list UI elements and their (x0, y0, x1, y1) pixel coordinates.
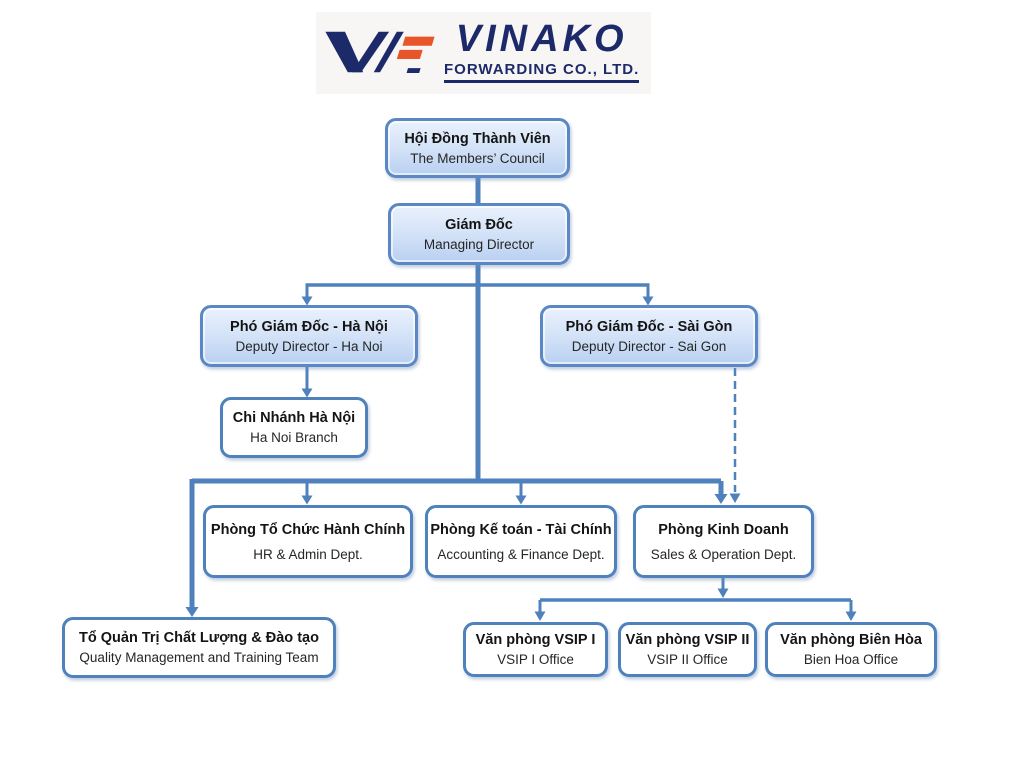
company-subtitle: FORWARDING CO., LTD. (444, 61, 640, 83)
node-subtitle: HR & Admin Dept. (253, 546, 363, 562)
node-subtitle: Bien Hoa Office (803, 652, 899, 667)
company-logo-text: VINAKO FORWARDING CO., LTD. (444, 18, 640, 83)
vf-monogram-icon (325, 31, 435, 73)
node-subtitle: Ha Noi Branch (250, 430, 338, 445)
node-title: Phó Giám Đốc - Sài Gòn (565, 318, 733, 335)
node-vsip1-office: Văn phòng VSIP I VSIP I Office (463, 622, 608, 677)
node-subtitle: Quality Management and Training Team (79, 650, 319, 665)
node-title: Hội Đồng Thành Viên (404, 130, 551, 147)
node-subtitle: Managing Director (423, 236, 535, 252)
node-hr-admin: Phòng Tổ Chức Hành Chính HR & Admin Dept… (203, 505, 413, 578)
arrowheads (185, 296, 857, 621)
node-title: Văn phòng VSIP I (475, 632, 596, 648)
node-deputy-hanoi: Phó Giám Đốc - Hà Nội Deputy Director - … (200, 305, 418, 367)
node-quality-training: Tổ Quản Trị Chất Lượng & Đào tạo Quality… (62, 617, 336, 678)
node-sales-operation: Phòng Kinh Doanh Sales & Operation Dept. (633, 505, 814, 578)
node-subtitle: Accounting & Finance Dept. (437, 546, 605, 562)
node-subtitle: Deputy Director - Sai Gon (571, 338, 727, 354)
node-managing-director: Giám Đốc Managing Director (388, 203, 570, 265)
node-title: Chi Nhánh Hà Nội (232, 410, 356, 426)
node-subtitle: VSIP I Office (497, 652, 574, 667)
node-title: Phó Giám Đốc - Hà Nội (230, 318, 388, 335)
node-title: Phòng Tổ Chức Hành Chính (210, 521, 406, 538)
node-members-council: Hội Đồng Thành Viên The Members’ Council (385, 118, 570, 178)
node-subtitle: Sales & Operation Dept. (650, 546, 797, 562)
node-title: Tổ Quản Trị Chất Lượng & Đào tạo (79, 630, 319, 646)
node-accounting-finance: Phòng Kế toán - Tài Chính Accounting & F… (425, 505, 617, 578)
node-title: Phòng Kế toán - Tài Chính (430, 521, 612, 538)
node-subtitle: The Members’ Council (410, 150, 545, 166)
company-name: VINAKO (455, 18, 628, 61)
node-subtitle: Deputy Director - Ha Noi (235, 338, 383, 354)
node-title: Giám Đốc (445, 216, 513, 233)
node-title: Văn phòng VSIP II (625, 632, 750, 648)
node-title: Văn phòng Biên Hòa (780, 632, 922, 648)
node-deputy-saigon: Phó Giám Đốc - Sài Gòn Deputy Director -… (540, 305, 758, 367)
node-vsip2-office: Văn phòng VSIP II VSIP II Office (618, 622, 757, 677)
node-bienhoa-office: Văn phòng Biên Hòa Bien Hoa Office (765, 622, 937, 677)
company-logo: VINAKO FORWARDING CO., LTD. (316, 12, 652, 94)
node-subtitle: VSIP II Office (647, 652, 728, 667)
node-hanoi-branch: Chi Nhánh Hà Nội Ha Noi Branch (220, 397, 368, 458)
node-title: Phòng Kinh Doanh (658, 521, 789, 538)
solid-connectors (189, 178, 853, 612)
